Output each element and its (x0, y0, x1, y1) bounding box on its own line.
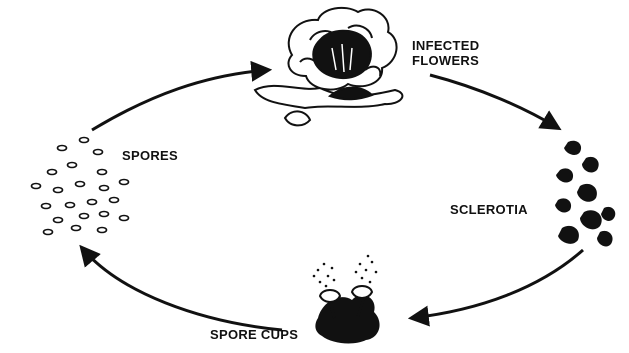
label-sclerotia: SCLEROTIA (450, 202, 528, 217)
spore-cups-illustration (313, 255, 380, 344)
spores-illustration (32, 138, 129, 235)
sclerotia-illustration (555, 141, 615, 247)
infected-flower-illustration (255, 8, 402, 126)
arrow-sclerotia-to-sporecups (412, 250, 583, 318)
label-flowers-line: FLOWERS (412, 53, 479, 68)
label-infected-line: INFECTED (412, 38, 479, 53)
label-infected-flowers: INFECTED FLOWERS (412, 38, 479, 68)
arrow-spores-to-flowers (92, 70, 268, 130)
label-spores: SPORES (122, 148, 178, 163)
arrow-sporecups-to-spores (82, 248, 282, 330)
arrow-flowers-to-sclerotia (430, 75, 558, 128)
label-spore-cups: SPORE CUPS (210, 327, 298, 342)
